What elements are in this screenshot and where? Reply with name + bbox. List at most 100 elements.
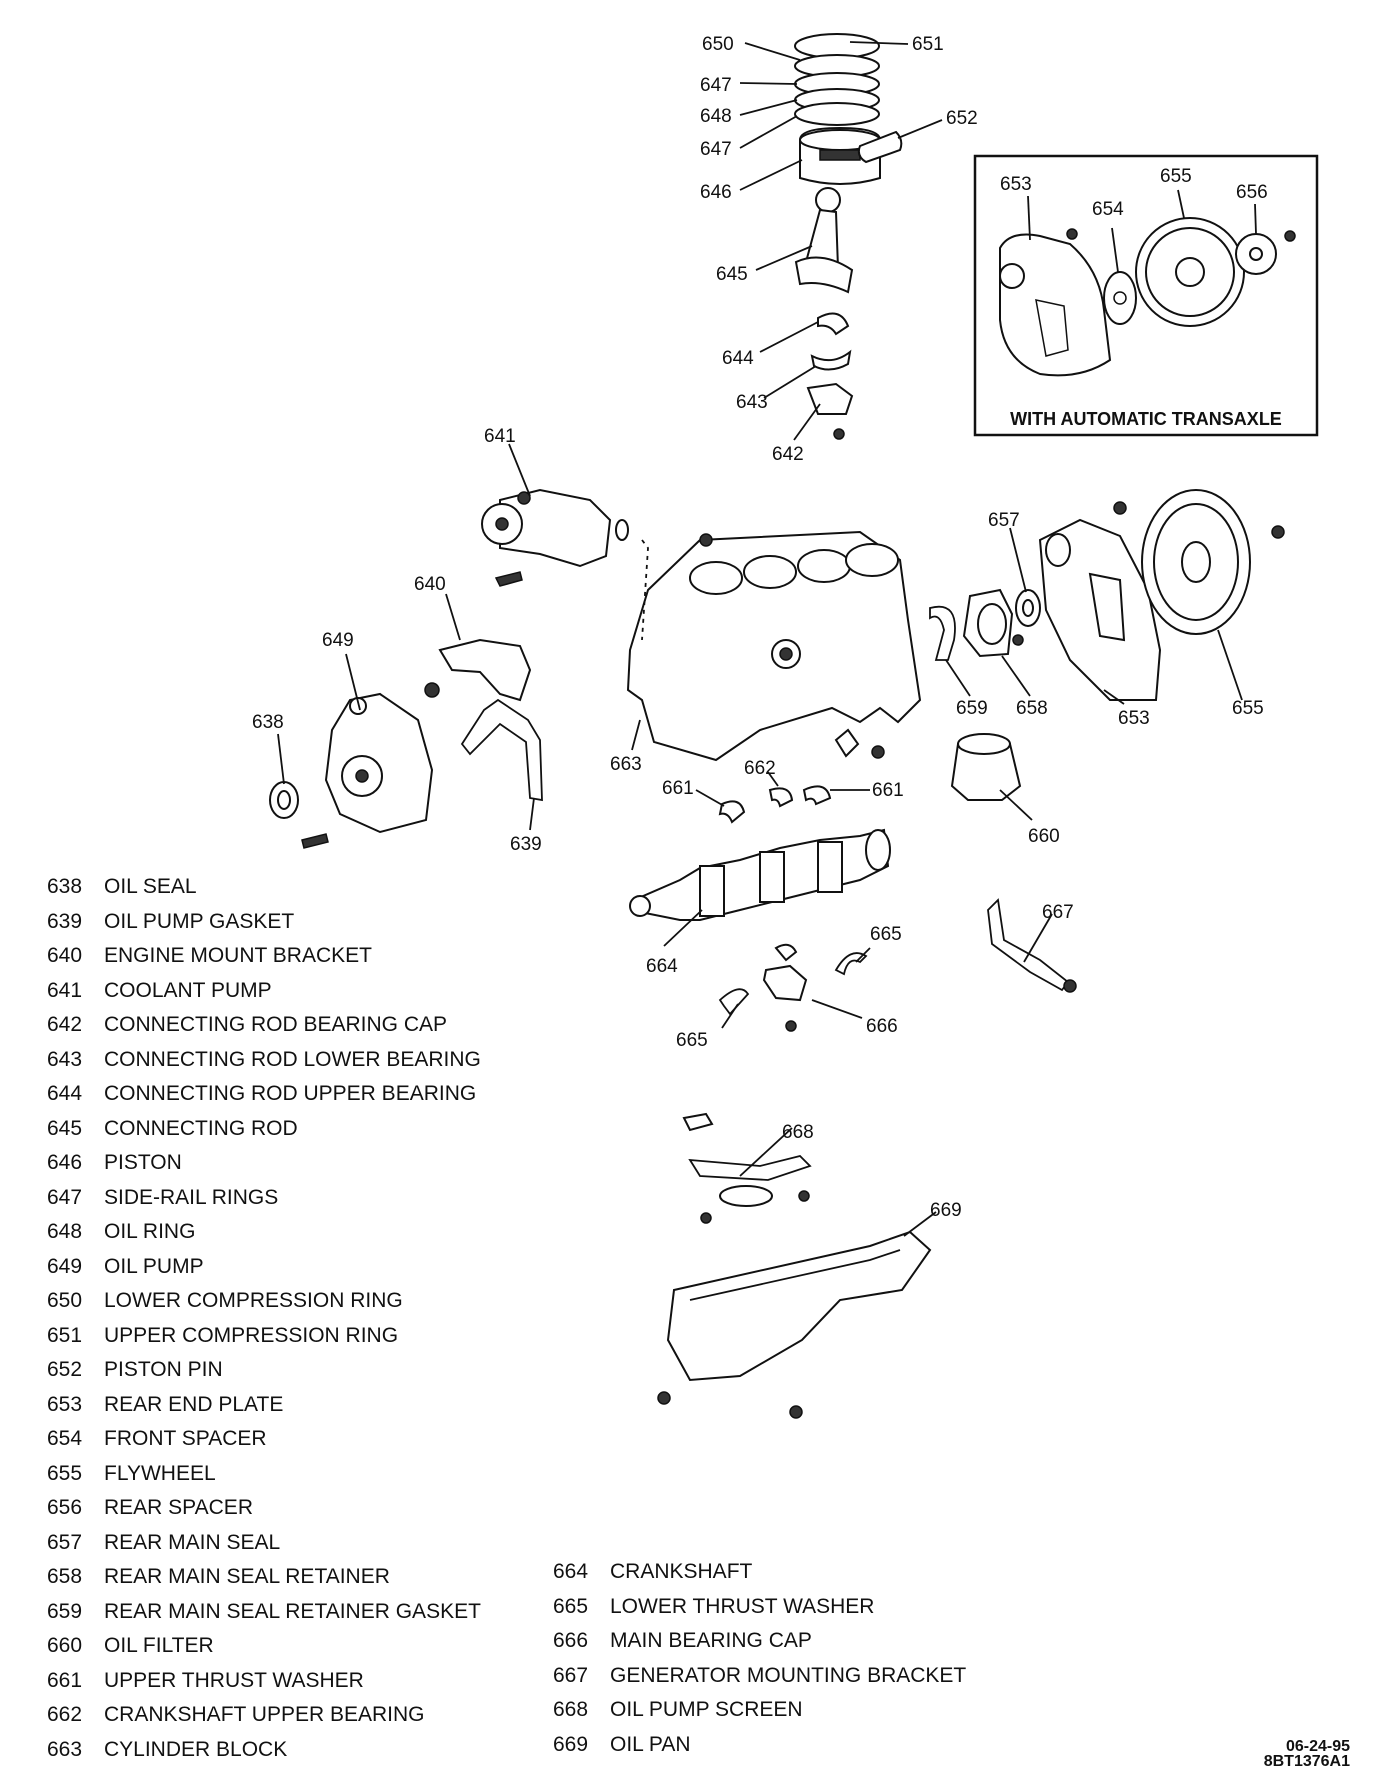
callout-639: 639 [510,834,542,855]
callout-647-lower: 647 [700,139,732,160]
callout-653: 653 [1118,708,1150,729]
callout-641: 641 [484,426,516,447]
callout-646: 646 [700,182,732,203]
main-leader-lines [277,443,1243,1237]
callout-658: 658 [1016,698,1048,719]
callout-647-upper: 647 [700,75,732,96]
automatic-transaxle-inset: WITH AUTOMATIC TRANSAXLE [973,154,1319,437]
callout-664: 664 [646,956,678,977]
flywheel-drawing [1141,489,1285,635]
callout-665-right: 665 [870,924,902,945]
callout-653-inset: 653 [1000,174,1032,195]
callout-663: 663 [610,754,642,775]
rear-main-seal-drawing [929,588,1041,661]
callout-661-left: 661 [662,778,694,799]
callout-648: 648 [700,106,732,127]
generator-mounting-bracket-drawing [987,898,1077,993]
coolant-pump-drawing [481,488,612,587]
cylinder-block-drawing [615,519,922,762]
callout-644: 644 [722,348,754,369]
callout-655: 655 [1232,698,1264,719]
rear-end-plate-drawing [1038,501,1162,701]
callout-numbers: 650 651 647 648 647 652 646 645 644 643 … [252,34,1268,1221]
oil-filter-drawing [950,733,1022,801]
callout-645: 645 [716,264,748,285]
callout-652: 652 [946,108,978,129]
stamp-code: 8BT1376A1 [1263,1753,1350,1770]
callout-662: 662 [744,758,776,779]
callout-649: 649 [322,630,354,651]
engine-mount-bracket-drawing [424,638,532,702]
callout-638: 638 [252,712,284,733]
rod-bearings-drawing [806,312,854,440]
callout-668: 668 [782,1122,814,1143]
callout-660: 660 [1028,826,1060,847]
main-bearing-cap-drawing [718,943,868,1032]
piston-pin-drawing [857,130,903,164]
callout-661-right: 661 [872,780,904,801]
inset-caption: WITH AUTOMATIC TRANSAXLE [1010,409,1282,429]
piston-leader-lines [739,41,943,441]
oil-pump-screen-drawing [682,1112,812,1224]
connecting-rod-drawing [794,187,854,294]
callout-667: 667 [1042,902,1074,923]
crankshaft-drawing [629,828,891,921]
figure-stamp: 06-24-95 8BT1376A1 [1263,1738,1350,1770]
oil-pump-gasket-drawing [460,698,543,802]
callout-665-left: 665 [676,1030,708,1051]
callout-666: 666 [866,1016,898,1037]
callout-655-inset: 655 [1160,166,1192,187]
callout-669: 669 [930,1200,962,1221]
oil-pan-drawing [657,1230,932,1419]
callout-650: 650 [702,34,734,55]
oil-pump-drawing [324,692,434,834]
upper-bearings-drawing [695,771,870,824]
oil-seal-drawing [269,781,329,849]
callout-651: 651 [912,34,944,55]
piston-drawing [799,126,881,185]
callout-640: 640 [414,574,446,595]
callout-642: 642 [772,444,804,465]
piston-rings-drawing [794,33,880,126]
callout-654-inset: 654 [1092,199,1124,220]
stamp-date: 06-24-95 [1285,1738,1350,1755]
callout-657: 657 [988,510,1020,531]
callout-643: 643 [736,392,768,413]
callout-656-inset: 656 [1236,182,1268,203]
